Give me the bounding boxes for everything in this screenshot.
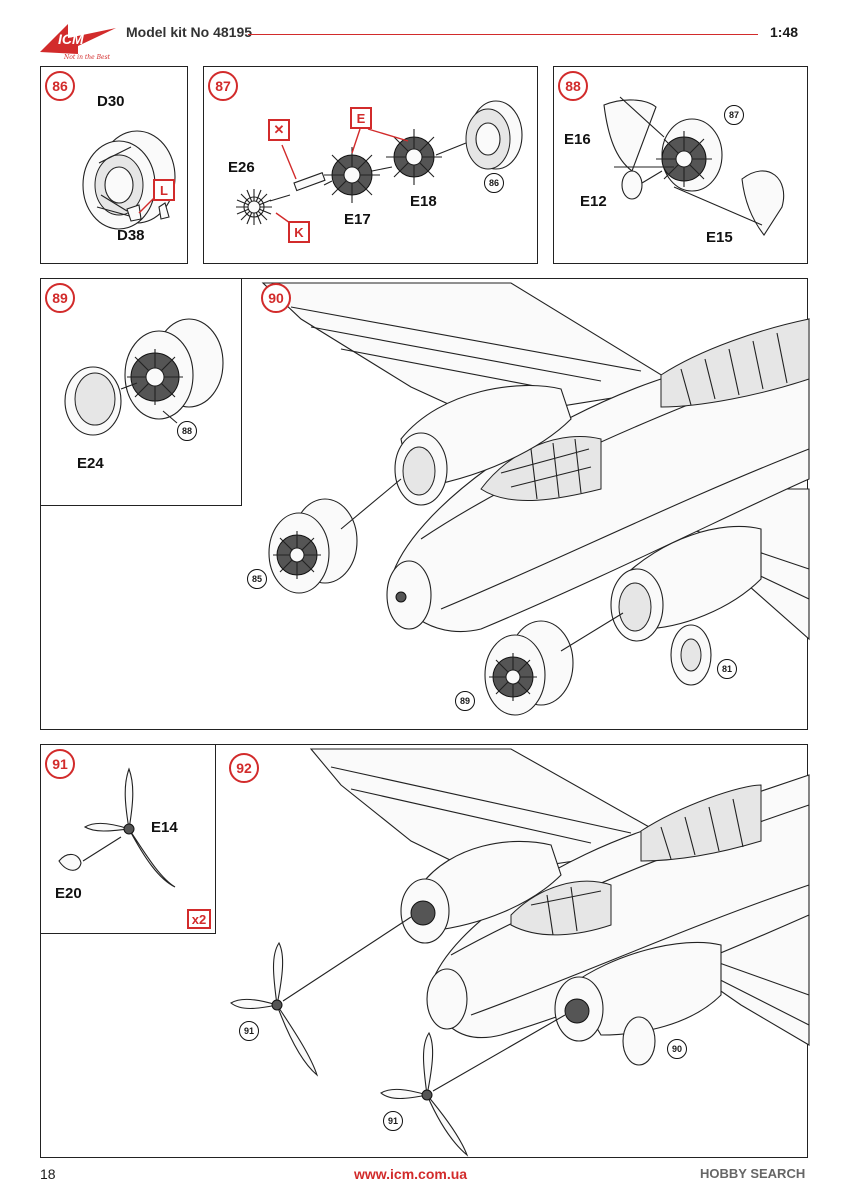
- step-number: 91: [45, 749, 75, 779]
- ref-step: 88: [177, 421, 197, 441]
- step-number: 90: [261, 283, 291, 313]
- part-label: E26: [228, 159, 255, 176]
- page-number: 18: [40, 1166, 56, 1182]
- step-91-panel: 91 E14 E20 x2: [40, 744, 216, 934]
- ref-step: 85: [247, 569, 267, 589]
- icm-logo: ICM Not in the Best: [40, 24, 116, 61]
- quantity-tag: x2: [187, 909, 211, 929]
- glue-warning-tag: ✕: [268, 119, 290, 141]
- part-label: E16: [564, 131, 591, 148]
- header-rule: [248, 34, 758, 35]
- scale-label: 1:48: [770, 24, 799, 40]
- glue-tag: L: [153, 179, 175, 201]
- svg-text:ICM: ICM: [58, 31, 84, 47]
- part-label: E12: [580, 193, 607, 210]
- part-label: D38: [117, 227, 145, 244]
- step-number: 87: [208, 71, 238, 101]
- part-label: E14: [151, 819, 178, 836]
- step-number: 89: [45, 283, 75, 313]
- step-90-panel: 90 85 89 81: [40, 278, 810, 730]
- part-label: E18: [410, 193, 437, 210]
- part-label: E20: [55, 885, 82, 902]
- engine-cowl-drawing: [64, 318, 224, 436]
- cowling-ring-drawing: [82, 130, 176, 230]
- part-tag: K: [288, 221, 310, 243]
- ref-step: 91: [383, 1111, 403, 1131]
- engine-assembly-drawing: [236, 100, 523, 225]
- bomber-nose-engines-drawing: [261, 282, 810, 716]
- step-86-panel: 86 D30 L D38: [40, 66, 188, 264]
- svg-text:Not in the Best: Not in the Best: [63, 54, 111, 61]
- ref-step: 87: [724, 105, 744, 125]
- exhaust-ring-drawing: [603, 96, 785, 236]
- part-label: E24: [77, 455, 104, 472]
- part-label: D30: [97, 93, 125, 110]
- ref-step: 89: [455, 691, 475, 711]
- step-88-panel: 88 87 E16 E12 E15: [553, 66, 808, 264]
- ref-step: 86: [484, 173, 504, 193]
- step-87-panel: 87 ✕ E E26 E17 E18 86: [203, 66, 538, 264]
- step-number: 88: [558, 71, 588, 101]
- website-url: www.icm.com.ua: [354, 1166, 468, 1182]
- step-89-panel: 89 88 E24: [40, 278, 242, 506]
- ref-step: 90: [667, 1039, 687, 1059]
- step-number: 86: [45, 71, 75, 101]
- bomber-propellers-drawing: [230, 748, 810, 1157]
- part-tag: E: [350, 107, 372, 129]
- watermark: HOBBY SEARCH: [700, 1166, 806, 1181]
- step-number: 92: [229, 753, 259, 783]
- kit-title: Model kit No 48195: [126, 24, 253, 40]
- ref-step: 91: [239, 1021, 259, 1041]
- ref-step: 81: [717, 659, 737, 679]
- propeller-drawing: [58, 767, 176, 888]
- tag-leader: [138, 198, 154, 214]
- part-label: E17: [344, 211, 371, 228]
- part-label: E15: [706, 229, 733, 246]
